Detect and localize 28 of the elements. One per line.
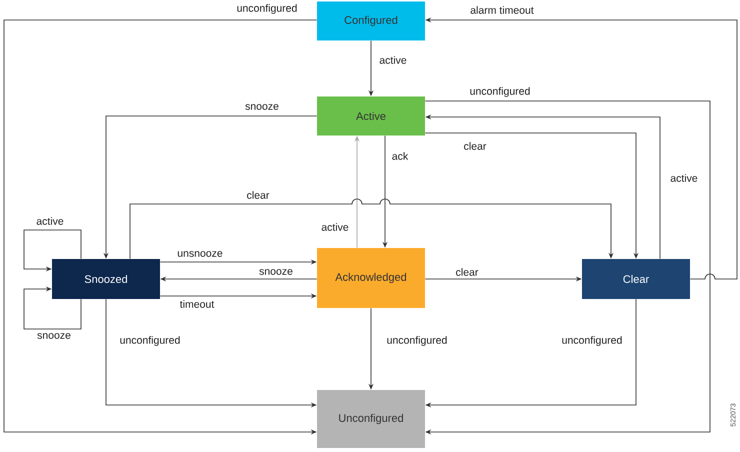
arrow	[424, 100, 710, 435]
edge-label: unsnooze	[176, 250, 224, 258]
edge-label: clear	[454, 267, 480, 277]
edge-label: unconfigured	[468, 86, 532, 98]
edge-label: unconfigured	[560, 335, 624, 347]
edge-label: unconfigured	[118, 335, 182, 347]
edge-label: clear	[246, 190, 270, 200]
edge-label: active	[378, 55, 408, 65]
edge-label: ack	[390, 151, 410, 161]
edge-label: clear	[462, 141, 488, 151]
edge-label: snooze	[258, 268, 294, 276]
state-box: Acknowledged	[317, 248, 425, 308]
edge-label: active	[35, 216, 65, 226]
edge-label: timeout	[178, 299, 216, 309]
edge-label: unconfigured	[236, 3, 298, 15]
edge-label: active	[320, 222, 350, 232]
edge-label: snooze	[244, 103, 280, 111]
arrow	[24, 286, 82, 330]
state-box: Clear	[582, 258, 690, 299]
state-box: Configured	[317, 2, 425, 40]
edge-label: unconfigured	[386, 335, 448, 347]
state-box: Unconfigured	[317, 390, 425, 448]
edge-label: snooze	[36, 332, 72, 340]
state-box: Snoozed	[52, 258, 160, 299]
edge-label: alarm timeout	[469, 5, 535, 15]
state-box: Active	[317, 96, 425, 136]
edge-label: active	[669, 173, 699, 183]
arrow	[130, 198, 614, 260]
